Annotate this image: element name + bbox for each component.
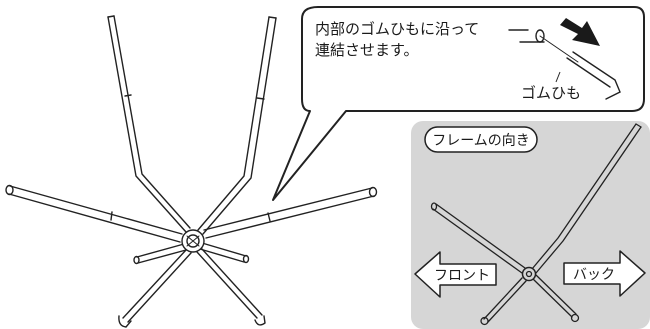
leg-lower-right <box>196 248 266 326</box>
strut-lower-right <box>199 242 250 264</box>
pole-left <box>5 184 183 243</box>
pole-upper-left <box>107 15 191 233</box>
rubber-cord-label: ゴムひも <box>521 84 581 102</box>
front-direction-arrow: フロント <box>414 251 497 298</box>
pole-upper-right <box>197 16 277 235</box>
callout-bubble: 内部のゴムひもに沿って 連結させます。 ゴムひも <box>272 6 645 201</box>
front-label: フロント <box>434 268 490 284</box>
orientation-frame-illustration <box>430 123 642 326</box>
leg-lower-left <box>118 249 192 328</box>
frame-assembly-illustration <box>5 15 378 328</box>
hub-connector-icon <box>181 229 205 253</box>
pole-cord-detail <box>508 29 621 100</box>
orientation-title: フレームの向き <box>432 133 530 149</box>
back-label: バック <box>573 267 615 283</box>
callout-text-line1: 内部のゴムひもに沿って <box>315 20 479 38</box>
pull-direction-arrow <box>560 18 600 46</box>
strut-lower-left <box>133 243 187 265</box>
callout-text-line2: 連結させます。 <box>315 41 419 59</box>
pole-right <box>203 186 378 239</box>
orientation-title-badge <box>424 126 538 153</box>
orientation-panel: フレームの向き フロント <box>411 121 650 329</box>
back-direction-arrow: バック <box>563 250 646 297</box>
rubber-label-leader <box>555 71 561 83</box>
